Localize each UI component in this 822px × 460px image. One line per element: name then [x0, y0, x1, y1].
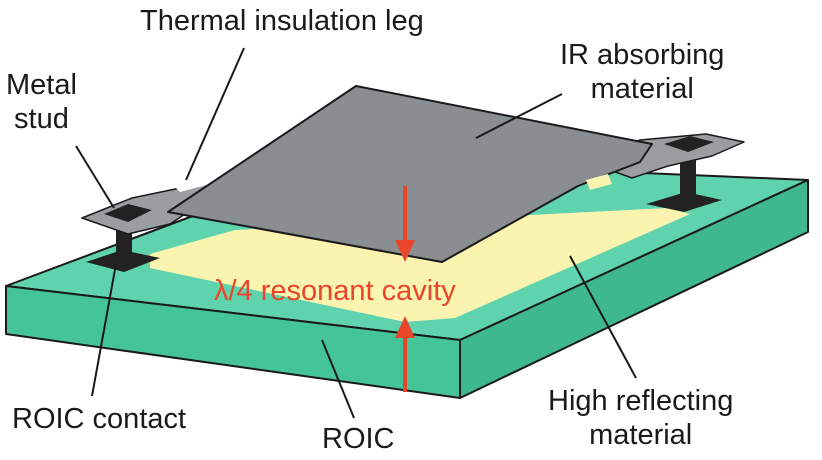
label-thermal-insulation-leg: Thermal insulation leg [140, 5, 424, 37]
label-high-reflecting-line1: High reflecting [548, 385, 734, 417]
label-metal-stud-line2: stud [14, 103, 69, 135]
thermal-leg-left-slot [176, 176, 226, 192]
metal-stud-left-cap [104, 204, 152, 222]
leader-roic-contact [91, 263, 117, 397]
label-roic: ROIC [322, 423, 395, 455]
label-metal-stud-line1: Metal [6, 69, 77, 101]
cavity-arrow-bottom-head [395, 316, 415, 338]
ir-absorber-membrane [167, 85, 653, 263]
leader-metal-stud [75, 145, 115, 209]
absorber-gap-highlight [586, 174, 612, 190]
label-high-reflecting-line2: material [589, 419, 693, 451]
high-reflecting-layer [150, 208, 690, 322]
metal-stud-right-post [680, 160, 696, 200]
cavity-arrow-top-head [395, 240, 415, 262]
roic-contact-right-pad [646, 192, 722, 212]
leader-thermal-leg [185, 47, 245, 181]
metal-stud-right-cap [664, 136, 714, 152]
leader-roic [321, 339, 355, 419]
leader-ir-absorbing [475, 93, 563, 139]
label-high-reflecting-material: High reflecting material [548, 384, 733, 452]
label-metal-stud: Metal stud [6, 68, 77, 136]
roic-substrate-side [459, 179, 809, 399]
label-ir-absorbing-line2: material [590, 73, 694, 105]
label-ir-absorbing-material: IR absorbing material [560, 38, 724, 106]
label-roic-contact: ROIC contact [12, 403, 187, 435]
leader-high-reflecting [569, 255, 637, 379]
label-ir-absorbing-line1: IR absorbing [560, 39, 725, 71]
label-resonant-cavity: λ/4 resonant cavity [214, 275, 456, 307]
